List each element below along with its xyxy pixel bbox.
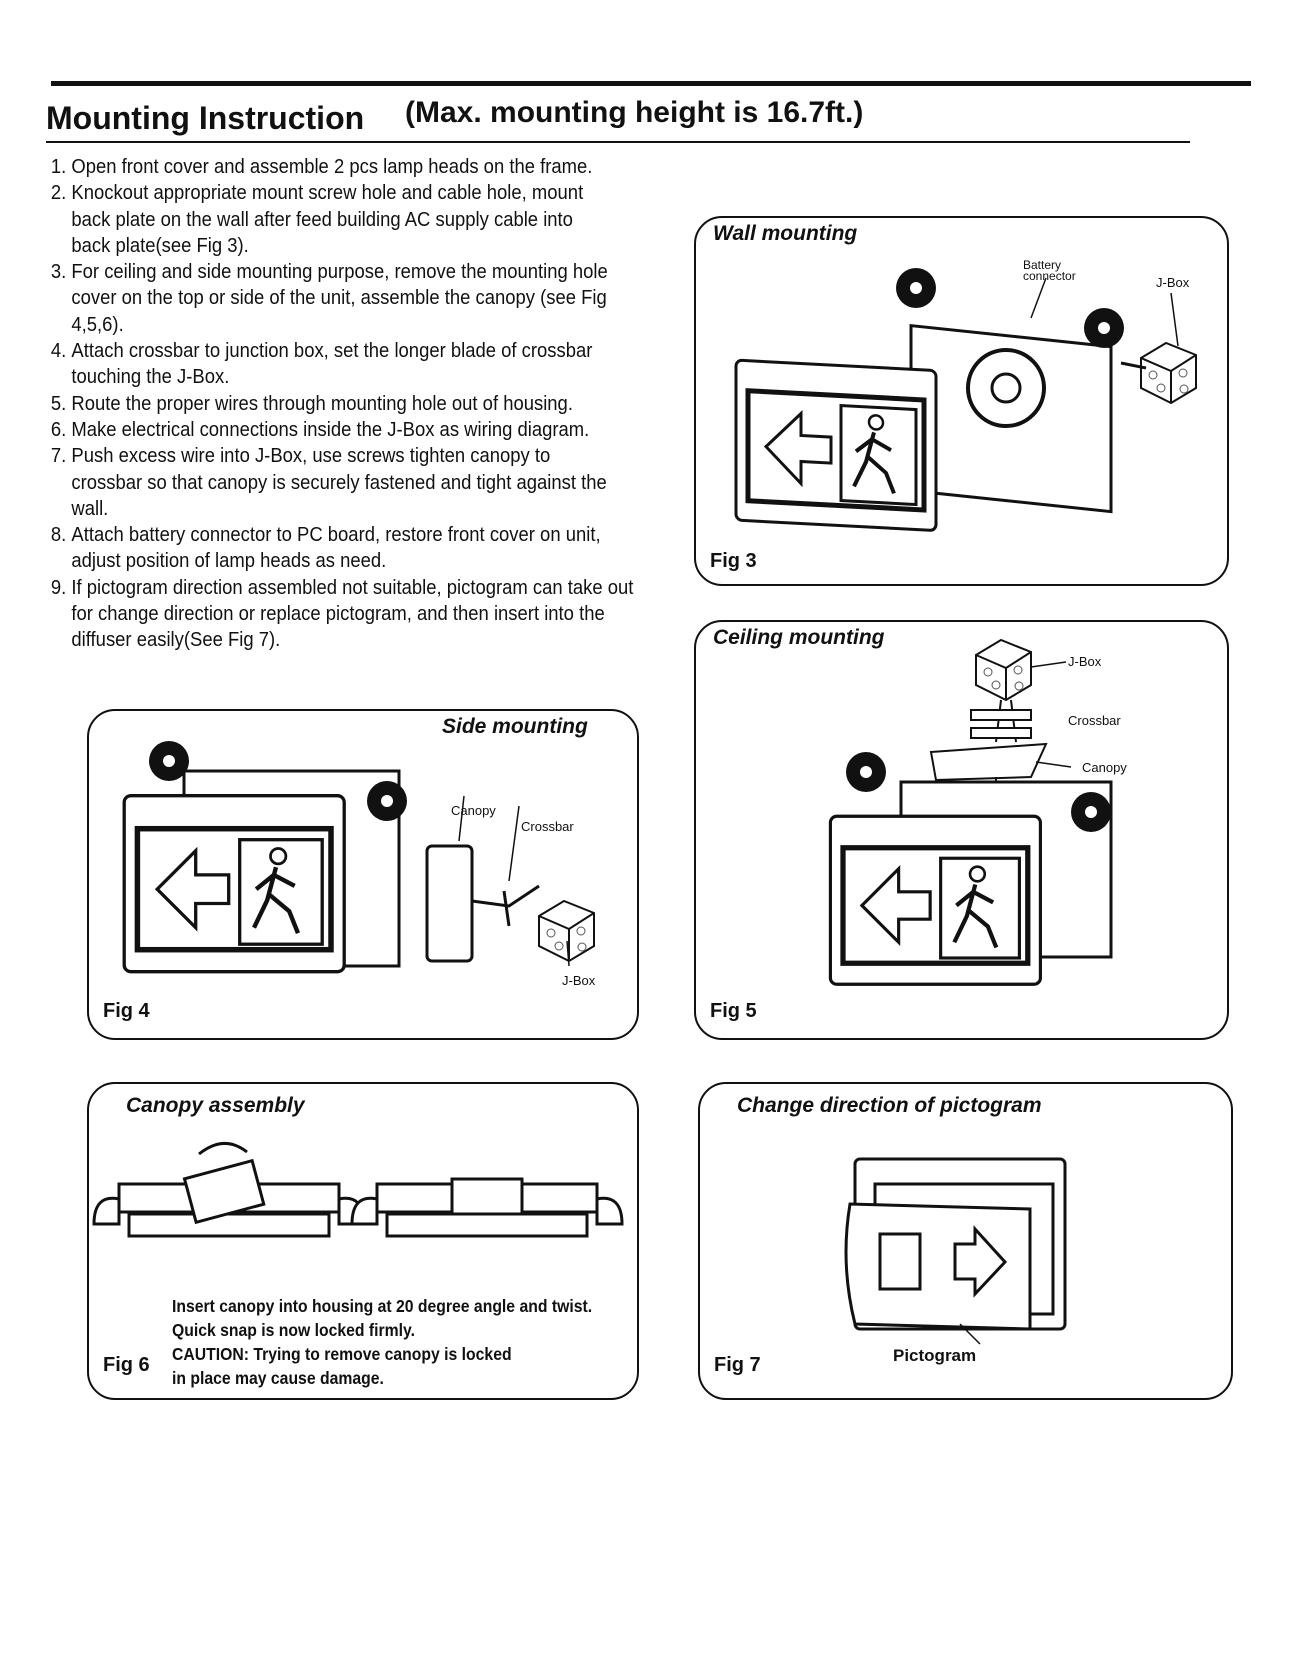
figure-wall-mounting: Wall mounting Battery connector J-Box Fi… xyxy=(694,216,1229,586)
step: Knockout appropriate mount screw hole an… xyxy=(71,180,611,259)
figure-title: Canopy assembly xyxy=(126,1094,305,1117)
crossbar-label: Crossbar xyxy=(521,819,574,834)
figure-canopy-assembly: Canopy assembly Insert canopy into housi… xyxy=(87,1082,639,1400)
figure-title: Side mounting xyxy=(442,715,588,738)
wall-mounting-diagram xyxy=(696,268,1197,584)
figure-number: Fig 6 xyxy=(103,1354,150,1376)
note-line: Insert canopy into housing at 20 degree … xyxy=(172,1296,593,1316)
figure-title: Wall mounting xyxy=(713,222,858,245)
instruction-steps: Open front cover and assemble 2 pcs lamp… xyxy=(30,154,701,654)
battery-connector-label: Battery connector xyxy=(1023,258,1076,283)
step: Open front cover and assemble 2 pcs lamp… xyxy=(71,154,701,180)
canopy-label: Canopy xyxy=(1082,760,1127,775)
figure-number: Fig 3 xyxy=(710,550,757,572)
canopy-notes: Insert canopy into housing at 20 degree … xyxy=(172,1294,640,1390)
figure-number: Fig 4 xyxy=(103,1000,150,1022)
page-subtitle: (Max. mounting height is 16.7ft.) xyxy=(405,96,864,129)
page-title: Mounting Instruction xyxy=(46,100,365,136)
top-rule xyxy=(51,81,1251,86)
jbox-label: J-Box xyxy=(562,973,596,988)
jbox-label: J-Box xyxy=(1156,275,1190,290)
crossbar-label: Crossbar xyxy=(1068,713,1121,728)
step: Make electrical connections inside the J… xyxy=(71,417,701,443)
figure-title: Change direction of pictogram xyxy=(737,1094,1042,1117)
figure-number: Fig 5 xyxy=(710,1000,757,1022)
note-line: Quick snap is now locked firmly. xyxy=(172,1320,416,1340)
figure-ceiling-mounting: Ceiling mounting J-Box Crossbar Canopy F… xyxy=(694,620,1229,1040)
step: Push excess wire into J-Box, use screws … xyxy=(71,443,620,522)
step: Attach battery connector to PC board, re… xyxy=(71,522,647,575)
figure-number: Fig 7 xyxy=(714,1354,761,1376)
step: For ceiling and side mounting purpose, r… xyxy=(71,259,643,338)
figure-change-pictogram: Change direction of pictogram Pictogram … xyxy=(698,1082,1233,1400)
step: If pictogram direction assembled not sui… xyxy=(71,575,647,654)
step: Route the proper wires through mounting … xyxy=(71,391,701,417)
jbox-label: J-Box xyxy=(1068,654,1102,669)
canopy-label: Canopy xyxy=(451,803,496,818)
change-pictogram-diagram xyxy=(844,1157,1067,1345)
figure-side-mounting: Side mounting Canopy Crossbar J-Box Fig … xyxy=(87,709,639,1040)
ceiling-mounting-diagram xyxy=(696,639,1113,1038)
title-rule xyxy=(46,141,1190,143)
figure-title: Ceiling mounting xyxy=(713,626,885,649)
side-mounting-diagram xyxy=(89,741,595,1038)
note-line: CAUTION: Trying to remove canopy is lock… xyxy=(172,1344,512,1364)
note-line: in place may cause damage. xyxy=(172,1368,384,1388)
step: Attach crossbar to junction box, set the… xyxy=(71,338,629,391)
canopy-assembly-diagram xyxy=(92,1142,624,1238)
pictogram-label: Pictogram xyxy=(893,1346,977,1365)
